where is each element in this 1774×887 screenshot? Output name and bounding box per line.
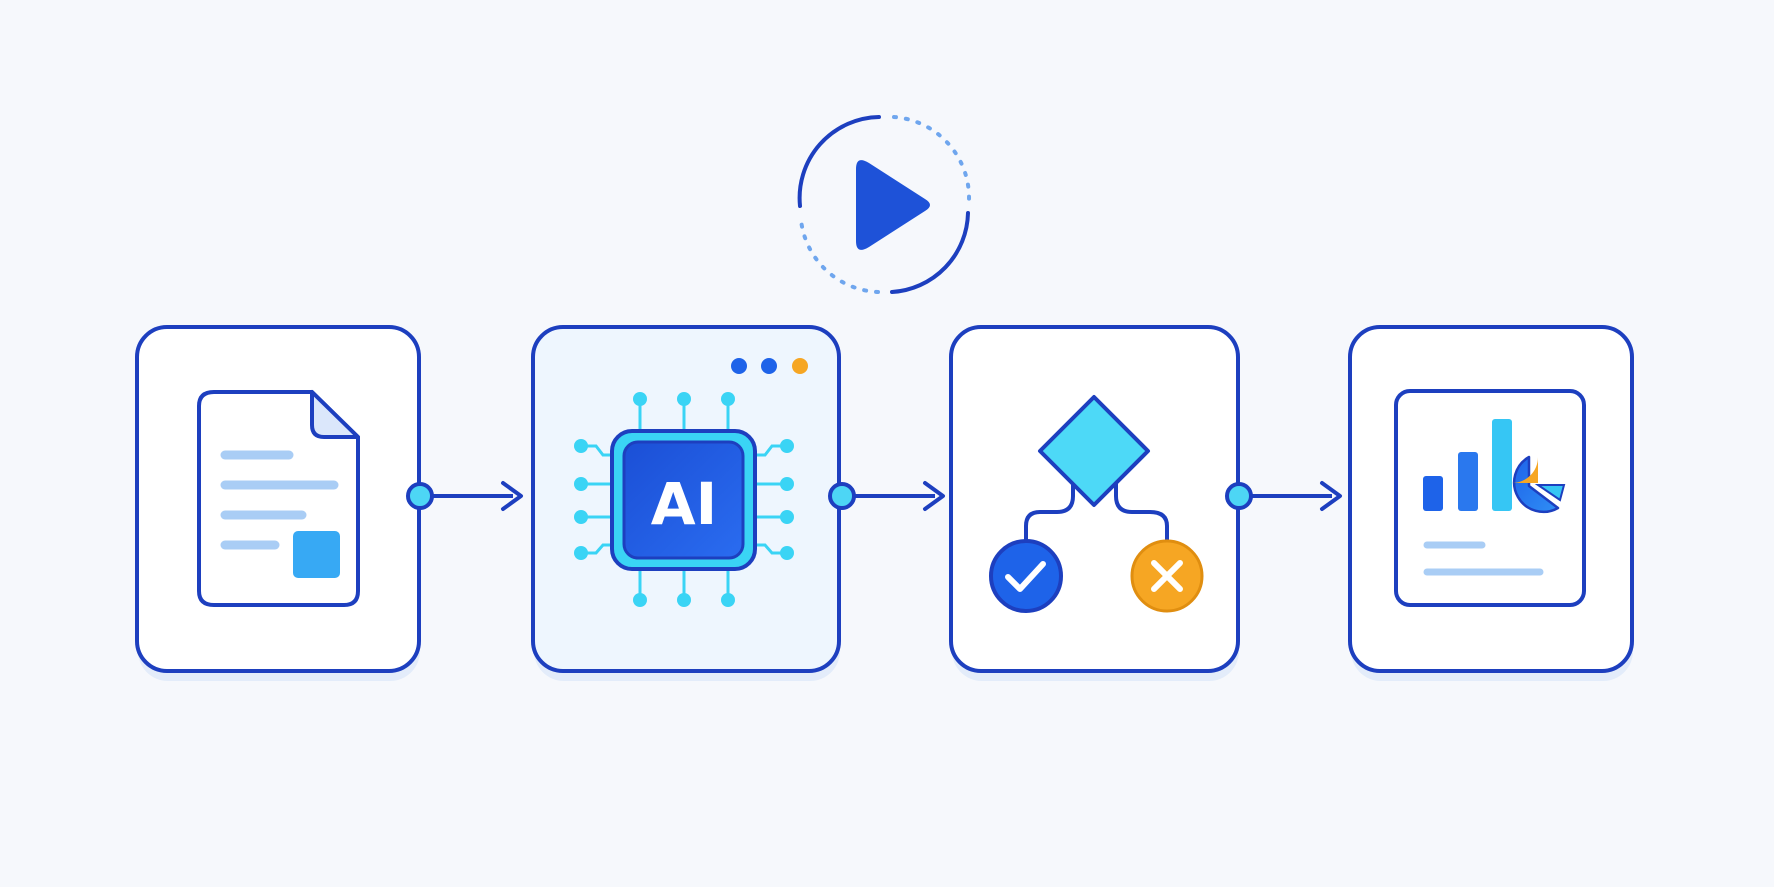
check-circle-icon: [989, 539, 1063, 613]
ai-chip-icon: AI: [574, 392, 794, 607]
arrow-right-icon: [923, 481, 945, 511]
connector-2: [828, 481, 945, 511]
play-circle-icon[interactable]: [797, 115, 972, 294]
analytics-report-icon: [1394, 389, 1586, 607]
pie-chart-icon: [1512, 455, 1566, 514]
connector-1: [406, 481, 523, 511]
window-dots: [731, 358, 808, 374]
stage-card-decision[interactable]: [949, 325, 1240, 681]
stage-card-analytics[interactable]: [1348, 325, 1634, 681]
bar-chart-icon: [1423, 419, 1512, 511]
ai-chip-label: AI: [651, 470, 717, 538]
stage-card-ai[interactable]: AI: [531, 325, 841, 681]
document-icon: [197, 390, 360, 607]
x-circle-icon: [1130, 539, 1204, 613]
arrow-right-icon: [501, 481, 523, 511]
stage-card-document[interactable]: [135, 325, 421, 681]
decision-branch-icon: [989, 395, 1204, 613]
connector-3: [1225, 481, 1342, 511]
arrow-right-icon: [1320, 481, 1342, 511]
